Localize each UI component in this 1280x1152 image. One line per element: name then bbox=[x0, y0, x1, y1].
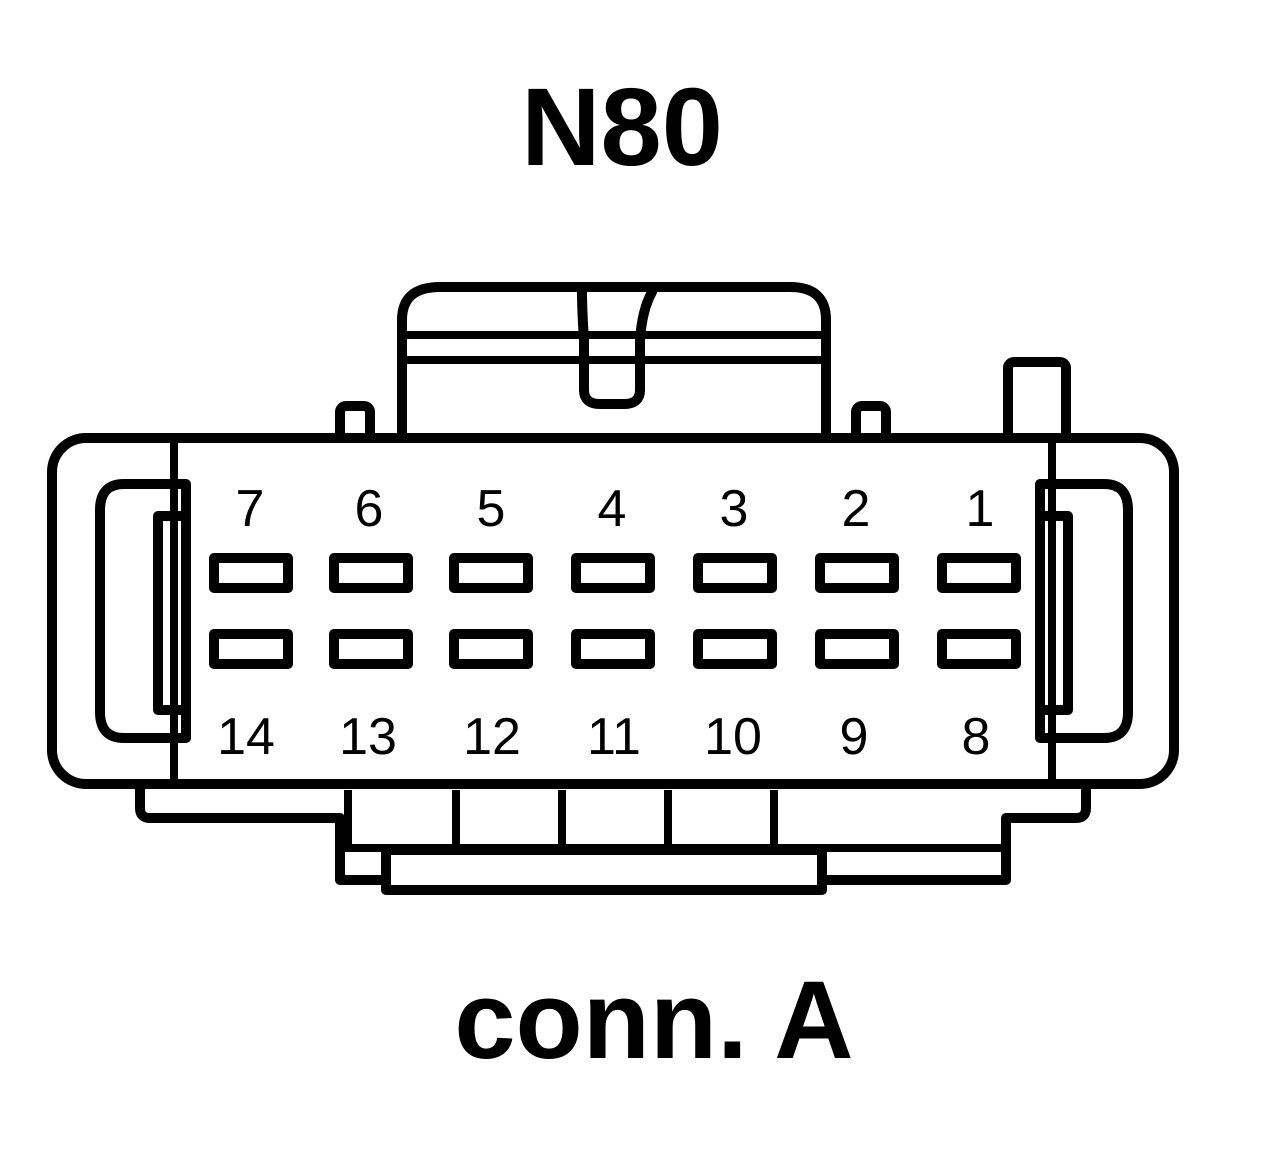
bottom-row-sockets bbox=[209, 629, 1021, 669]
top-latch bbox=[397, 282, 831, 443]
pin-socket-5 bbox=[449, 553, 533, 593]
pin-label-13: 13 bbox=[339, 708, 397, 766]
pin-label-10: 10 bbox=[704, 708, 762, 766]
top-tab-key bbox=[1003, 357, 1071, 445]
pin-label-4: 4 bbox=[598, 480, 627, 538]
pin-socket-9 bbox=[815, 629, 899, 669]
top-row-sockets bbox=[209, 553, 1021, 593]
pin-socket-6 bbox=[329, 553, 413, 593]
diagram-title: N80 bbox=[521, 66, 723, 189]
pin-socket-8 bbox=[937, 629, 1021, 669]
pin-socket-14 bbox=[209, 629, 293, 669]
pin-label-6: 6 bbox=[355, 480, 384, 538]
pin-label-1: 1 bbox=[966, 480, 995, 538]
pin-socket-11 bbox=[571, 629, 655, 669]
pin-label-14: 14 bbox=[217, 708, 275, 766]
pin-socket-13 bbox=[329, 629, 413, 669]
left-side-latch bbox=[95, 479, 191, 743]
pin-label-8: 8 bbox=[962, 708, 991, 766]
pin-socket-2 bbox=[815, 553, 899, 593]
pin-label-5: 5 bbox=[477, 480, 506, 538]
pin-socket-7 bbox=[209, 553, 293, 593]
pin-socket-12 bbox=[449, 629, 533, 669]
pin-label-7: 7 bbox=[236, 480, 265, 538]
connector-body bbox=[47, 433, 1179, 789]
pin-label-12: 12 bbox=[463, 708, 521, 766]
pin-label-9: 9 bbox=[840, 708, 869, 766]
connector-caption: conn. A bbox=[454, 959, 853, 1082]
pin-label-3: 3 bbox=[720, 480, 749, 538]
pin-label-11: 11 bbox=[587, 708, 641, 766]
pin-label-2: 2 bbox=[842, 480, 871, 538]
pin-socket-3 bbox=[693, 553, 777, 593]
pin-socket-1 bbox=[937, 553, 1021, 593]
pin-socket-10 bbox=[693, 629, 777, 669]
pin-socket-4 bbox=[571, 553, 655, 593]
right-side-latch bbox=[1035, 479, 1133, 743]
bottom-housing bbox=[135, 775, 1091, 895]
